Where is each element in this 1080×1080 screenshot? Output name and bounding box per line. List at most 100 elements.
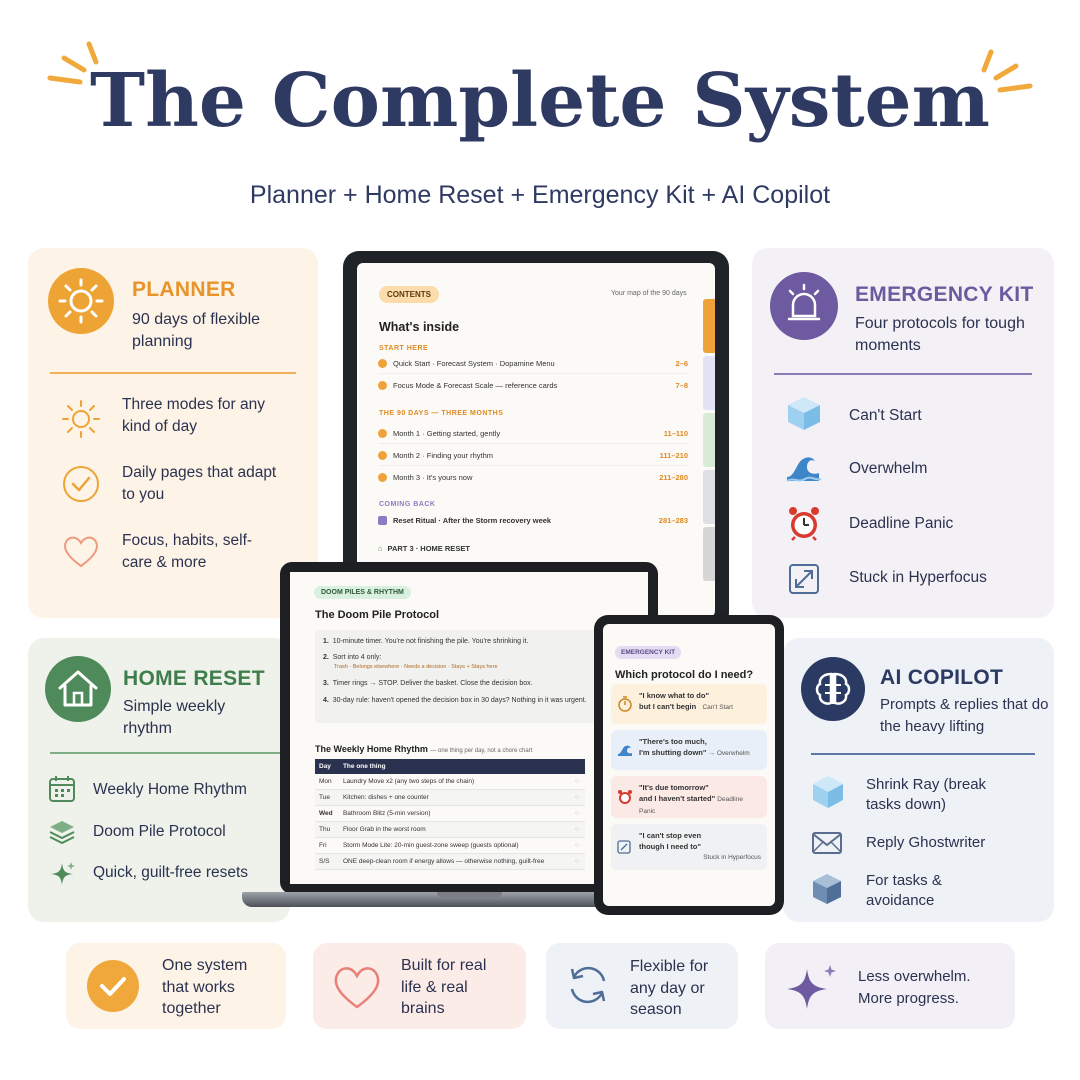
tab-orange[interactable] — [703, 299, 715, 353]
home-reset-title: HOME RESET — [123, 667, 265, 690]
toc-row[interactable]: ⌂PART 3 · HOME RESET — [378, 544, 470, 553]
protocol-card-overwhelm[interactable]: "There's too much, I'm shutting down" → … — [611, 730, 767, 770]
emergency-item-deadline: Deadline Panic — [849, 515, 954, 532]
wave-icon — [786, 457, 822, 482]
phone-device: EMERGENCY KIT Which protocol do I need? … — [594, 615, 784, 915]
feature-flexible: Flexible for any day or season — [630, 958, 709, 1018]
check-circle-icon — [63, 466, 99, 502]
toc-section: START HERE — [379, 345, 429, 352]
refresh-icon — [570, 966, 606, 1004]
emergency-desc: Four protocols for tough moments — [855, 315, 1025, 354]
phone-screen: EMERGENCY KIT Which protocol do I need? … — [603, 624, 775, 906]
protocol-card-cant-start[interactable]: "I know what to do" but I can't begin Ca… — [611, 684, 767, 724]
heart-icon — [334, 967, 380, 1009]
divider — [50, 752, 280, 754]
home-item-resets: Quick, guilt-free resets — [93, 864, 249, 881]
emergency-title: EMERGENCY KIT — [855, 283, 1034, 306]
sun-icon — [62, 400, 100, 438]
emergency-pill: EMERGENCY KIT — [615, 646, 682, 659]
emergency-kit-card: EMERGENCY KIT Four protocols for tough m… — [752, 248, 1054, 618]
planner-desc: 90 days of flexible planning — [132, 311, 261, 350]
toc-row[interactable]: Quick Start · Forecast System · Dopamine… — [378, 359, 688, 374]
home-reset-card: HOME RESET Simple weekly rhythm Weekly H… — [28, 638, 290, 922]
home-reset-desc: Simple weekly rhythm — [123, 698, 226, 737]
laptop-screen: DOOM PILES & RHYTHM The Doom Pile Protoc… — [290, 572, 648, 884]
tab-gray[interactable] — [703, 527, 715, 581]
steps-box: 1. 10-minute timer. You're not finishing… — [315, 630, 607, 723]
toc-row[interactable]: Focus Mode & Forecast Scale — reference … — [378, 381, 688, 390]
planner-card: PLANNER 90 days of flexible planning Thr… — [28, 248, 318, 618]
copilot-item-reply: Reply Ghostwriter — [866, 834, 986, 851]
feature-card-less-overwhelm: Less overwhelm. More progress. — [765, 943, 1015, 1029]
copilot-item-shrink: Shrink Ray (break tasks down) — [866, 776, 987, 813]
siren-icon — [787, 283, 821, 321]
feature-card-one-system: One system that works together — [66, 943, 286, 1029]
planner-item-pages: Daily pages that adapt to you — [122, 464, 277, 503]
protocol-card-deadline[interactable]: "It's due tomorrow" and I haven't starte… — [611, 776, 767, 818]
emergency-item-overwhelm: Overwhelm — [849, 460, 928, 477]
home-item-rhythm: Weekly Home Rhythm — [93, 781, 247, 798]
toc-section: THE 90 DAYS — THREE MONTHS — [379, 410, 504, 417]
doom-piles-pill: DOOM PILES & RHYTHM — [314, 586, 411, 599]
page-title: The Complete System — [90, 58, 990, 144]
alarm-clock-icon — [618, 790, 632, 804]
ai-copilot-title: AI COPILOT — [880, 666, 1004, 689]
ai-copilot-card: AI COPILOT Prompts & replies that do the… — [783, 638, 1054, 922]
phone-heading: Which protocol do I need? — [615, 669, 754, 681]
contents-right-label: Your map of the 90 days — [611, 290, 687, 297]
expand-icon — [789, 564, 819, 594]
timer-icon — [618, 696, 632, 712]
feature-less-overwhelm: Less overwhelm. More progress. — [858, 968, 971, 1007]
divider — [811, 753, 1035, 755]
envelope-icon — [812, 832, 842, 854]
feature-one-system: One system that works together — [162, 957, 248, 1017]
toc-section: COMING BACK — [379, 501, 436, 508]
step-2-sub: Trash · Belongs elsewhere · Needs a deci… — [334, 664, 498, 670]
feature-real-life: Built for real life & real brains — [401, 957, 487, 1017]
toc-row[interactable]: Reset Ritual · After the Storm recovery … — [378, 516, 688, 525]
tab-gray[interactable] — [703, 470, 715, 524]
burst-right-icon — [981, 49, 1033, 93]
home-badge — [45, 656, 111, 722]
rhythm-title: The Weekly Home Rhythm — one thing per d… — [315, 744, 533, 754]
protocol-card-hyperfocus[interactable]: "I can't stop even though I need to" Stu… — [611, 824, 767, 870]
laptop-base — [242, 892, 697, 907]
contents-pill: CONTENTS — [379, 286, 439, 303]
box-icon — [813, 874, 841, 904]
sparkle-icon — [51, 862, 75, 885]
planner-item-focus: Focus, habits, self-care & more — [122, 532, 253, 571]
page-subtitle: Planner + Home Reset + Emergency Kit + A… — [249, 181, 831, 209]
copilot-item-tasks: For tasks & avoidance — [866, 872, 942, 909]
emergency-badge — [770, 272, 838, 340]
layers-icon — [49, 821, 75, 845]
feature-card-real-life: Built for real life & real brains — [313, 943, 526, 1029]
col-day: Day — [315, 759, 339, 774]
tab-lavender[interactable] — [703, 356, 715, 410]
calendar-icon — [49, 776, 75, 802]
col-thing: The one thing — [338, 759, 571, 774]
feature-card-flexible: Flexible for any day or season — [546, 943, 738, 1029]
home-icon — [58, 670, 98, 707]
expand-icon — [617, 840, 631, 854]
step-2: 2. Sort into 4 only: — [323, 654, 382, 661]
emergency-item-cant-start: Can't Start — [849, 407, 922, 424]
planner-item-modes: Three modes for any kind of day — [122, 396, 266, 435]
home-item-doom: Doom Pile Protocol — [93, 823, 226, 840]
planner-badge — [48, 268, 114, 334]
step-1: 1. 10-minute timer. You're not finishing… — [323, 638, 529, 645]
heart-icon — [64, 536, 98, 568]
tab-green[interactable] — [703, 413, 715, 467]
step-4: 4. 30-day rule: haven't opened the decis… — [323, 697, 587, 704]
sparkle-icon — [787, 965, 836, 1009]
